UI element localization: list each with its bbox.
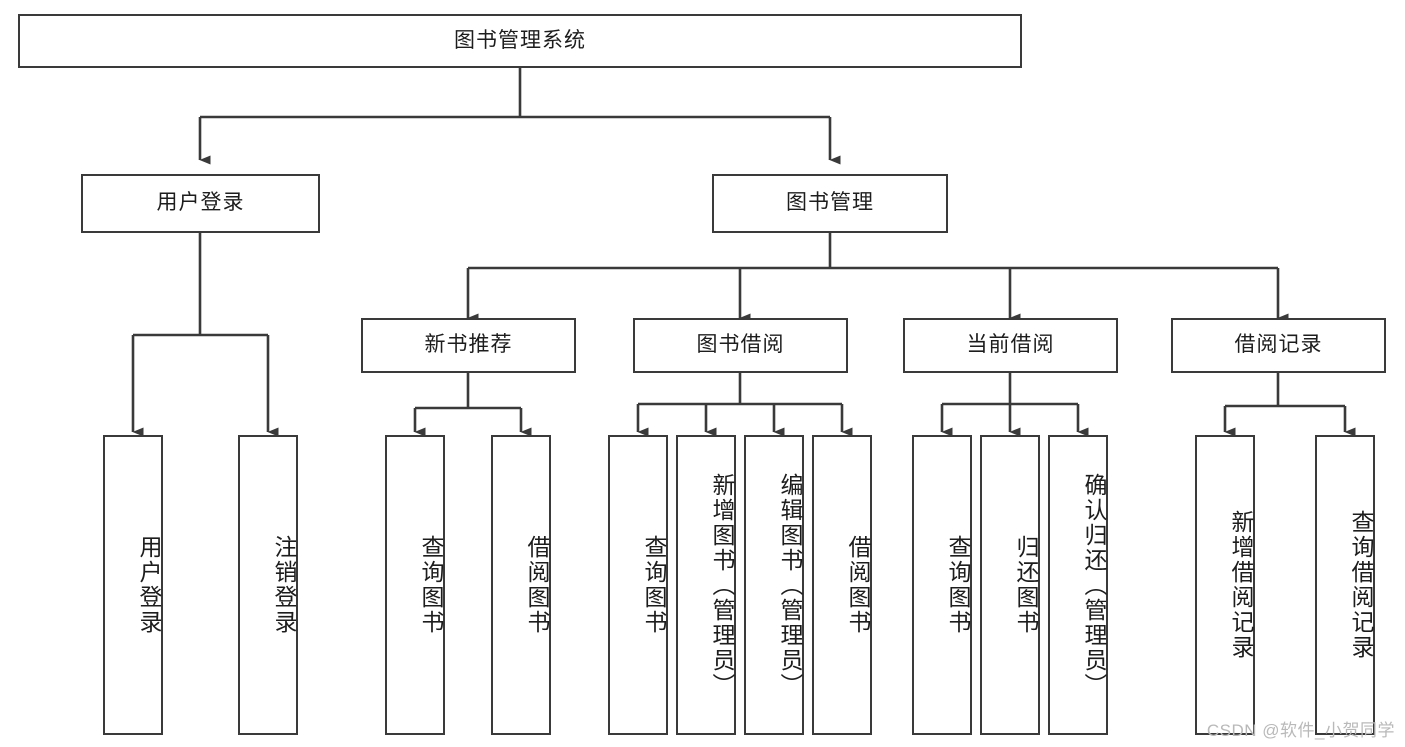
leaf-edit-book-admin[interactable]: 编辑图书（管理员）: [744, 435, 804, 735]
leaf-query-book-borrow[interactable]: 查询图书: [608, 435, 668, 735]
node-label: 查询借阅记录: [1348, 510, 1374, 660]
node-label: 图书借阅: [696, 333, 785, 357]
node-label: 图书管理系统: [454, 28, 586, 52]
node-label: 确认归还（管理员）: [1081, 472, 1107, 698]
node-label: 用户登录: [156, 191, 245, 215]
leaf-logout[interactable]: 注销登录: [238, 435, 298, 735]
node-label: 查询图书: [641, 535, 667, 635]
node-label: 查询图书: [418, 535, 444, 635]
node-label: 借阅图书: [524, 535, 550, 635]
leaf-add-book-admin[interactable]: 新增图书（管理员）: [676, 435, 736, 735]
leaf-return-book[interactable]: 归还图书: [980, 435, 1040, 735]
node-label: 图书管理: [786, 191, 874, 215]
node-label: 新增借阅记录: [1228, 510, 1254, 660]
node-label: 新增图书（管理员）: [709, 472, 735, 698]
node-book-management[interactable]: 图书管理: [712, 174, 948, 233]
leaf-confirm-return-admin[interactable]: 确认归还（管理员）: [1048, 435, 1108, 735]
node-book-borrow[interactable]: 图书借阅: [633, 318, 848, 373]
node-label: 查询图书: [945, 535, 971, 635]
node-borrow-record[interactable]: 借阅记录: [1171, 318, 1386, 373]
watermark-text: CSDN @软件_小贺同学: [1206, 721, 1395, 740]
leaf-borrow-book-recommend[interactable]: 借阅图书: [491, 435, 551, 735]
node-label: 注销登录: [271, 535, 297, 635]
node-root-system[interactable]: 图书管理系统: [18, 14, 1022, 68]
leaf-user-login[interactable]: 用户登录: [103, 435, 163, 735]
node-label: 用户登录: [136, 535, 162, 635]
leaf-query-borrow-record[interactable]: 查询借阅记录: [1315, 435, 1375, 735]
node-label: 编辑图书（管理员）: [777, 472, 803, 698]
leaf-query-book-recommend[interactable]: 查询图书: [385, 435, 445, 735]
node-current-borrow[interactable]: 当前借阅: [903, 318, 1118, 373]
node-label: 借阅记录: [1234, 333, 1323, 357]
node-new-book-recommend[interactable]: 新书推荐: [361, 318, 576, 373]
node-user-login[interactable]: 用户登录: [81, 174, 320, 233]
node-label: 借阅图书: [845, 535, 871, 635]
leaf-add-borrow-record[interactable]: 新增借阅记录: [1195, 435, 1255, 735]
node-label: 新书推荐: [424, 333, 513, 357]
leaf-borrow-book[interactable]: 借阅图书: [812, 435, 872, 735]
leaf-query-book-current[interactable]: 查询图书: [912, 435, 972, 735]
node-label: 归还图书: [1013, 535, 1039, 635]
node-label: 当前借阅: [966, 333, 1055, 357]
